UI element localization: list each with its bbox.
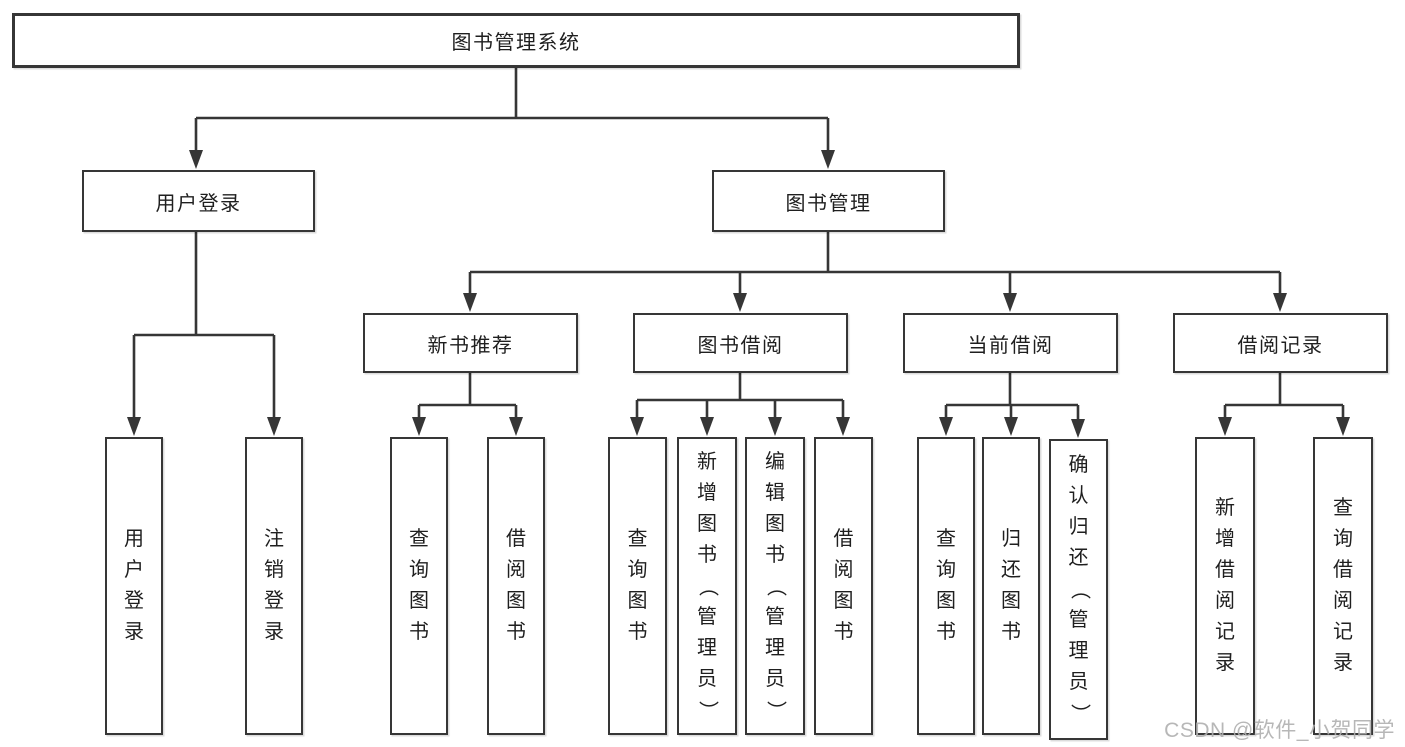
node-label: 注销登录 bbox=[264, 528, 284, 643]
leaf-return-book: 归还图书 bbox=[982, 437, 1040, 735]
node-current-borrow: 当前借阅 bbox=[903, 313, 1118, 373]
node-label: 新增借阅记录 bbox=[1215, 497, 1235, 674]
node-label: 查询图书 bbox=[627, 528, 648, 643]
leaf-query-borrow-record: 查询借阅记录 bbox=[1313, 437, 1373, 735]
connector-paths bbox=[132, 68, 1345, 422]
leaf-confirm-return-admin: 确认归还（管理员） bbox=[1049, 439, 1108, 740]
node-label: 借阅记录 bbox=[1237, 334, 1324, 357]
node-book-borrow: 图书借阅 bbox=[633, 313, 848, 373]
leaf-query-books-2: 查询图书 bbox=[608, 437, 667, 735]
node-label: 图书管理系统 bbox=[451, 32, 581, 54]
leaf-query-books-1: 查询图书 bbox=[390, 437, 448, 735]
node-borrow-records: 借阅记录 bbox=[1173, 313, 1388, 373]
node-label: 用户登录 bbox=[124, 528, 144, 643]
node-label: 用户登录 bbox=[155, 192, 242, 215]
leaf-add-book-admin: 新增图书（管理员） bbox=[677, 437, 737, 735]
node-label: 新增图书（管理员） bbox=[696, 450, 719, 721]
node-label: 查询借阅记录 bbox=[1333, 497, 1353, 674]
node-label: 图书管理 bbox=[785, 192, 872, 215]
leaf-borrow-books-2: 借阅图书 bbox=[814, 437, 873, 735]
node-label: 图书借阅 bbox=[697, 334, 784, 357]
leaf-user-login: 用户登录 bbox=[105, 437, 163, 735]
node-label: 当前借阅 bbox=[967, 334, 1054, 357]
node-label: 新书推荐 bbox=[427, 334, 514, 357]
node-book-management: 图书管理 bbox=[712, 170, 945, 232]
node-label: 归还图书 bbox=[1001, 528, 1021, 643]
leaf-logout: 注销登录 bbox=[245, 437, 303, 735]
node-label: 借阅图书 bbox=[506, 528, 526, 643]
connector-arrows bbox=[127, 150, 1350, 438]
node-label: 查询图书 bbox=[409, 528, 429, 643]
node-user-login: 用户登录 bbox=[82, 170, 315, 232]
node-new-book-recommend: 新书推荐 bbox=[363, 313, 578, 373]
node-label: 编辑图书（管理员） bbox=[764, 450, 787, 721]
leaf-query-books-3: 查询图书 bbox=[917, 437, 975, 735]
leaf-add-borrow-record: 新增借阅记录 bbox=[1195, 437, 1255, 735]
node-label: 查询图书 bbox=[936, 528, 956, 643]
node-library-management-system: 图书管理系统 bbox=[12, 13, 1020, 68]
leaf-borrow-books-1: 借阅图书 bbox=[487, 437, 545, 735]
node-label: 确认归还（管理员） bbox=[1068, 454, 1090, 724]
leaf-edit-book-admin: 编辑图书（管理员） bbox=[745, 437, 805, 735]
node-label: 借阅图书 bbox=[833, 528, 854, 643]
